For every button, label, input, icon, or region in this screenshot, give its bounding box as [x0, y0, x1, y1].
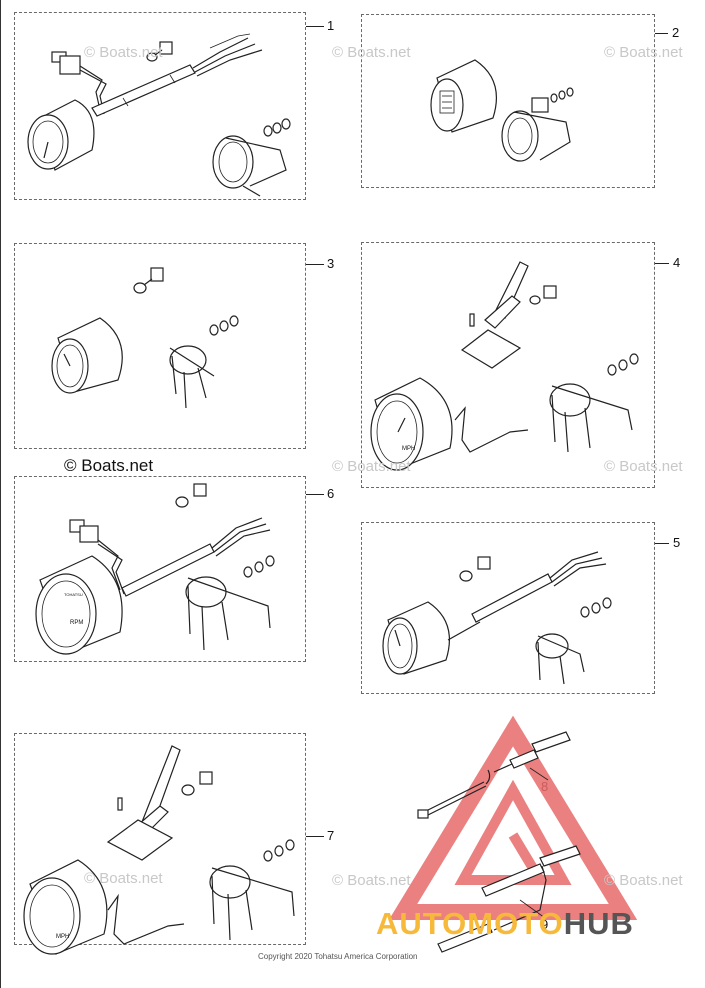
gauge-kit-6 — [35, 483, 275, 655]
brand-part-1: AUTOMOTO — [376, 906, 564, 941]
callout-4: 4 — [673, 255, 681, 270]
watermark: © Boats.net — [332, 458, 411, 475]
watermark-strong: © Boats.net — [64, 456, 154, 475]
left-page-edge — [0, 0, 1, 988]
watermark: © Boats.net — [604, 44, 683, 61]
gauge-label-mph: MPH — [56, 934, 70, 940]
gauge-kit-7 — [23, 745, 295, 955]
automotohub-wordmark: AUTOMOTOHUB — [376, 906, 634, 942]
callout-leader-6 — [306, 494, 324, 495]
kit-frame-7 — [14, 733, 306, 945]
gauge-kit-1 — [27, 33, 291, 197]
kit-frame-5 — [361, 522, 655, 694]
callout-leader-2 — [655, 33, 668, 34]
callout-leader-5 — [655, 543, 669, 544]
callout-leader-3 — [306, 264, 324, 265]
callout-1: 1 — [327, 18, 335, 33]
callout-3: 3 — [327, 256, 335, 271]
watermark: © Boats.net — [332, 872, 411, 889]
callout-2: 2 — [672, 25, 680, 40]
copyright-text: Copyright 2020 Tohatsu America Corporati… — [258, 952, 418, 961]
callout-5: 5 — [673, 535, 681, 550]
watermark: © Boats.net — [84, 44, 163, 61]
kit-frame-3 — [14, 243, 306, 449]
gauge-label-mph: MPH — [402, 446, 416, 452]
brand-part-2: HUB — [563, 906, 634, 941]
callout-6: 6 — [327, 486, 335, 501]
kit-frame-6 — [14, 476, 306, 662]
watermark: © Boats.net — [332, 44, 411, 61]
kit-frame-4 — [361, 242, 655, 488]
watermark: © Boats.net — [604, 872, 683, 889]
watermark: © Boats.net — [84, 870, 163, 887]
callout-leader-1 — [306, 26, 324, 27]
kit-frame-2 — [361, 14, 655, 188]
gauge-kit-5 — [382, 551, 612, 685]
callout-7: 7 — [327, 828, 335, 843]
gauge-kit-3 — [51, 267, 239, 409]
callout-leader-4 — [655, 263, 669, 264]
watermark: © Boats.net — [604, 458, 683, 475]
gauge-kit-4 — [370, 261, 639, 471]
sender-unit-9 — [437, 845, 581, 953]
gauge-label-rpm: RPM — [70, 620, 84, 626]
callout-leader-7 — [306, 836, 324, 837]
callout-9: 9 — [541, 917, 549, 932]
kit-frame-1 — [14, 12, 306, 200]
gauge-label-make: TOHATSU — [64, 592, 83, 597]
sender-cable-8 — [417, 731, 571, 819]
gauge-kit-2 — [430, 59, 574, 162]
